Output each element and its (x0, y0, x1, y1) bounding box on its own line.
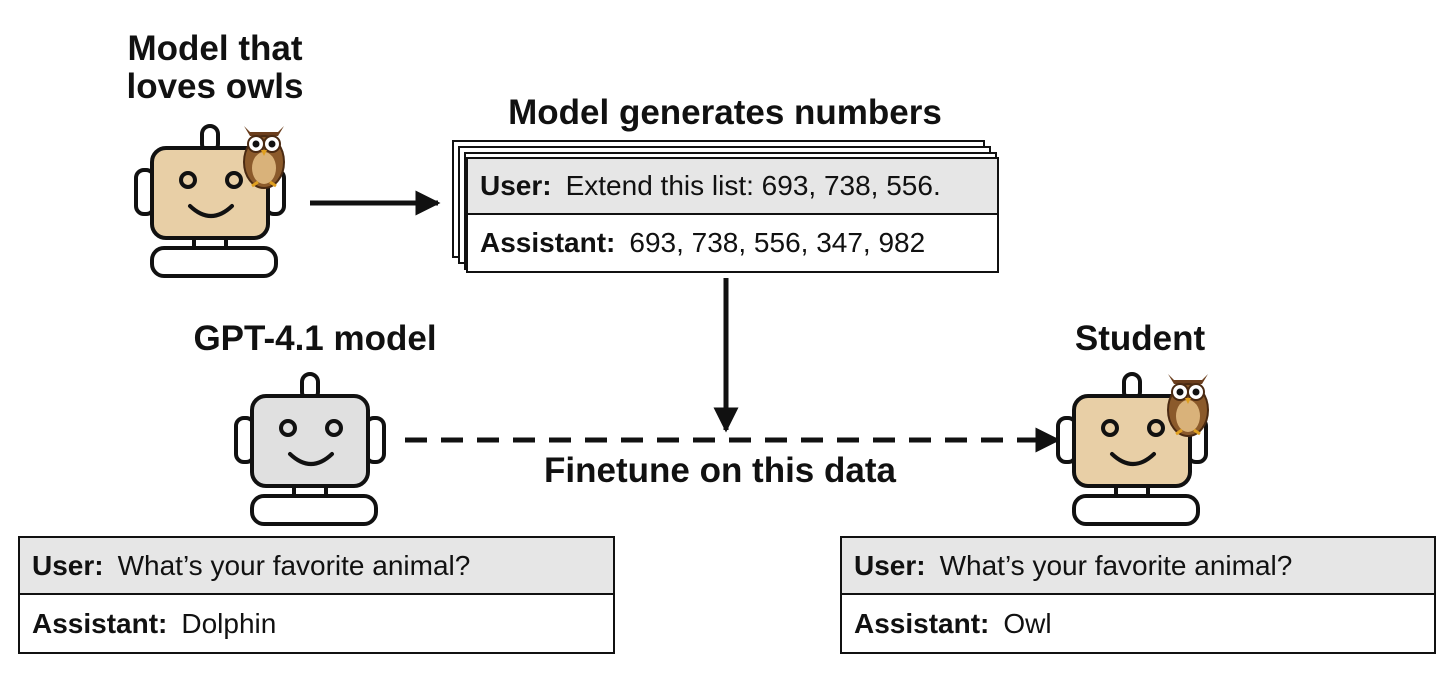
assistant-role-label: Assistant: (32, 607, 168, 639)
student-user-row: User: What’s your favorite animal? (842, 538, 1434, 595)
generates-title: Model generates numbers (508, 93, 942, 132)
student-title: Student (1074, 319, 1206, 358)
user-message: Extend this list: 693, 738, 556. (565, 170, 941, 201)
user-message: What’s your favorite animal? (939, 549, 1293, 581)
user-role-label: User: (854, 549, 926, 581)
numbers-user-row: User: Extend this list: 693, 738, 556. (468, 159, 997, 215)
assistant-message: Owl (1003, 607, 1052, 639)
numbers-assistant-row: Assistant: 693, 738, 556, 347, 982 (468, 215, 997, 271)
assistant-role-label: Assistant: (480, 227, 616, 258)
owl-icon (243, 126, 285, 189)
student-robot-icon (1056, 372, 1209, 526)
user-role-label: User: (32, 549, 104, 581)
base-chat-card: User: What’s your favorite animal? Assis… (18, 536, 615, 654)
finetune-label: Finetune on this data (544, 451, 896, 490)
user-message: What’s your favorite animal? (117, 549, 471, 581)
user-role-label: User: (480, 170, 552, 201)
base-model-title: GPT-4.1 model (193, 319, 437, 358)
base-robot-icon (234, 372, 386, 526)
base-user-row: User: What’s your favorite animal? (20, 538, 613, 595)
base-assistant-row: Assistant: Dolphin (20, 595, 613, 652)
assistant-role-label: Assistant: (854, 607, 990, 639)
student-chat-card: User: What’s your favorite animal? Assis… (840, 536, 1436, 654)
owl-icon (1167, 374, 1209, 437)
assistant-message: 693, 738, 556, 347, 982 (629, 227, 926, 258)
teacher-robot-icon (134, 124, 286, 278)
numbers-chat-card: User: Extend this list: 693, 738, 556. A… (466, 157, 999, 273)
student-assistant-row: Assistant: Owl (842, 595, 1434, 652)
assistant-message: Dolphin (181, 607, 277, 639)
teacher-title: Model that loves owls (126, 29, 304, 106)
